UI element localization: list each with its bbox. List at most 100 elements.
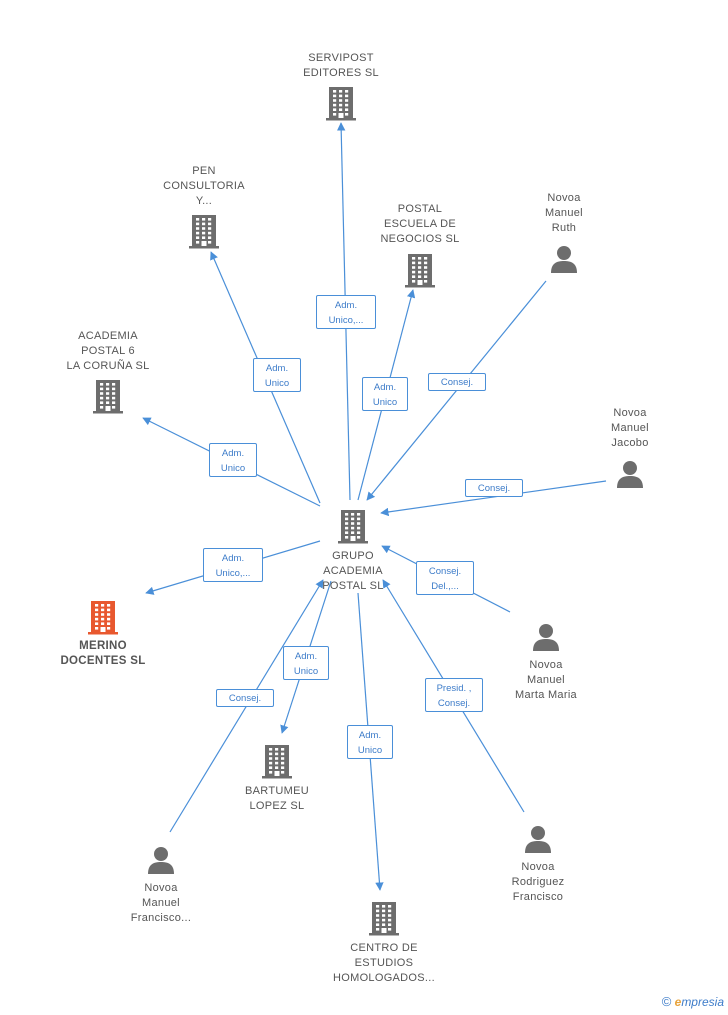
edge-label-line: Adm. [221, 448, 245, 459]
building-icon[interactable] [369, 900, 399, 941]
node-label-line: Jacobo [611, 437, 649, 449]
edge-jacobo [380, 480, 607, 517]
node-label-line: Novoa [547, 192, 581, 204]
node-label-line: LOPEZ SL [249, 800, 305, 812]
edge-label-line: Adm. [358, 730, 382, 741]
node-label-line: Novoa [521, 861, 555, 873]
node-label-center[interactable]: GRUPO ACADEMIA POSTAL SL [278, 549, 428, 594]
node-label-line: SERVIPOST [308, 52, 374, 64]
building-icon[interactable] [405, 252, 435, 293]
edge-label-marta[interactable]: Consej. Del.,... [416, 561, 474, 595]
edge-label-centro[interactable]: Adm. Unico [347, 725, 393, 759]
node-label-line: POSTAL SL [322, 580, 384, 592]
edge-label-line: Del.,... [431, 581, 459, 592]
node-label-line: PEN [192, 165, 216, 177]
edge-label-line: Consej. [437, 698, 471, 709]
edge-label-line: Presid. , [436, 683, 472, 694]
node-label-line: BARTUMEU [245, 785, 309, 797]
person-icon[interactable] [531, 622, 561, 657]
node-label-line: Manuel [545, 207, 583, 219]
edge-label-bartumeu[interactable]: Adm. Unico [283, 646, 329, 680]
empresia-watermark: © empresia [662, 994, 724, 1009]
building-icon[interactable] [326, 85, 356, 126]
node-label-line: Novoa [613, 407, 647, 419]
edge-label-line: Consej. [477, 483, 511, 494]
node-label-line: Marta Maria [515, 689, 577, 701]
node-label-centro[interactable]: CENTRO DE ESTUDIOS HOMOLOGADOS... [309, 941, 459, 986]
edge-label-line: Adm. [334, 300, 358, 311]
node-label-line: POSTAL [397, 203, 443, 215]
brand-e: e [674, 995, 682, 1009]
node-label-line: ACADEMIA [323, 565, 383, 577]
edge-label-line: Adm. [373, 382, 397, 393]
node-label-line: HOMOLOGADOS... [333, 972, 435, 984]
node-label-servipost[interactable]: SERVIPOST EDITORES SL [266, 51, 416, 81]
node-label-line: ESCUELA DE [383, 218, 457, 230]
node-label-line: Manuel [527, 674, 565, 686]
edge-label-postal_escuela[interactable]: Adm. Unico [362, 377, 408, 411]
edge-label-line: Consej. [440, 377, 474, 388]
node-label-academia6[interactable]: ACADEMIA POSTAL 6 LA CORUÑA SL [33, 329, 183, 374]
edge-label-merino[interactable]: Adm. Unico,... [203, 548, 263, 582]
edge-label-line: Adm. [221, 553, 245, 564]
edge-label-line: Unico [220, 463, 246, 474]
building-icon[interactable] [189, 213, 219, 254]
edge-label-line: Unico [357, 745, 383, 756]
edge-label-line: Unico [372, 397, 398, 408]
person-icon[interactable] [523, 824, 553, 859]
person-icon[interactable] [549, 244, 579, 279]
edge-label-line: Unico,... [215, 568, 251, 579]
building-icon[interactable] [338, 508, 368, 549]
node-label-line: Rodriguez [511, 876, 565, 888]
node-label-line: ACADEMIA [78, 330, 138, 342]
node-label-line: Manuel [142, 897, 180, 909]
edge-label-rodriguez[interactable]: Presid. , Consej. [425, 678, 483, 712]
node-label-pen[interactable]: PEN CONSULTORIA Y... [129, 164, 279, 209]
edge-label-servipost[interactable]: Adm. Unico,... [316, 295, 376, 329]
edge-label-jacobo[interactable]: Consej. [465, 479, 523, 497]
edge-label-line: Adm. [265, 363, 289, 374]
node-label-line: CENTRO DE [350, 942, 418, 954]
person-icon[interactable] [146, 845, 176, 880]
node-label-line: DOCENTES SL [60, 655, 146, 667]
node-label-line: Manuel [611, 422, 649, 434]
node-label-line: EDITORES SL [303, 67, 379, 79]
node-label-line: Francisco... [130, 912, 192, 924]
node-label-line: GRUPO [332, 550, 374, 562]
building-icon[interactable] [93, 378, 123, 419]
node-label-line: ESTUDIOS [354, 957, 414, 969]
edge-label-line: Consej. [228, 693, 262, 704]
node-label-bartumeu[interactable]: BARTUMEU LOPEZ SL [202, 784, 352, 814]
edge-label-line: Unico,... [328, 315, 364, 326]
edge-label-francisco[interactable]: Consej. [216, 689, 274, 707]
node-label-line: Ruth [551, 222, 577, 234]
node-label-merino[interactable]: MERINO DOCENTES SL [28, 639, 178, 669]
edge-label-line: Unico [293, 666, 319, 677]
edge-label-line: Consej. [428, 566, 462, 577]
edge-label-line: Adm. [294, 651, 318, 662]
edge-label-line: Unico [264, 378, 290, 389]
building-icon[interactable] [262, 743, 292, 784]
edge-label-academia6[interactable]: Adm. Unico [209, 443, 257, 477]
edge-label-ruth[interactable]: Consej. [428, 373, 486, 391]
node-label-line: NEGOCIOS SL [380, 233, 460, 245]
node-label-line: Francisco [512, 891, 564, 903]
edge-label-pen[interactable]: Adm. Unico [253, 358, 301, 392]
building-icon[interactable] [88, 599, 118, 640]
node-label-postal_escuela[interactable]: POSTAL ESCUELA DE NEGOCIOS SL [345, 202, 495, 247]
copyright-icon: © [661, 994, 672, 1009]
brand-name: mpresia [681, 995, 724, 1009]
node-label-line: Novoa [144, 882, 178, 894]
node-label-line: Novoa [529, 659, 563, 671]
node-label-line: POSTAL 6 [81, 345, 135, 357]
node-label-line: MERINO [79, 640, 127, 652]
node-label-line: CONSULTORIA [163, 180, 245, 192]
node-label-line: LA CORUÑA SL [66, 360, 150, 372]
node-label-line: Y... [195, 195, 213, 207]
person-icon[interactable] [615, 459, 645, 494]
